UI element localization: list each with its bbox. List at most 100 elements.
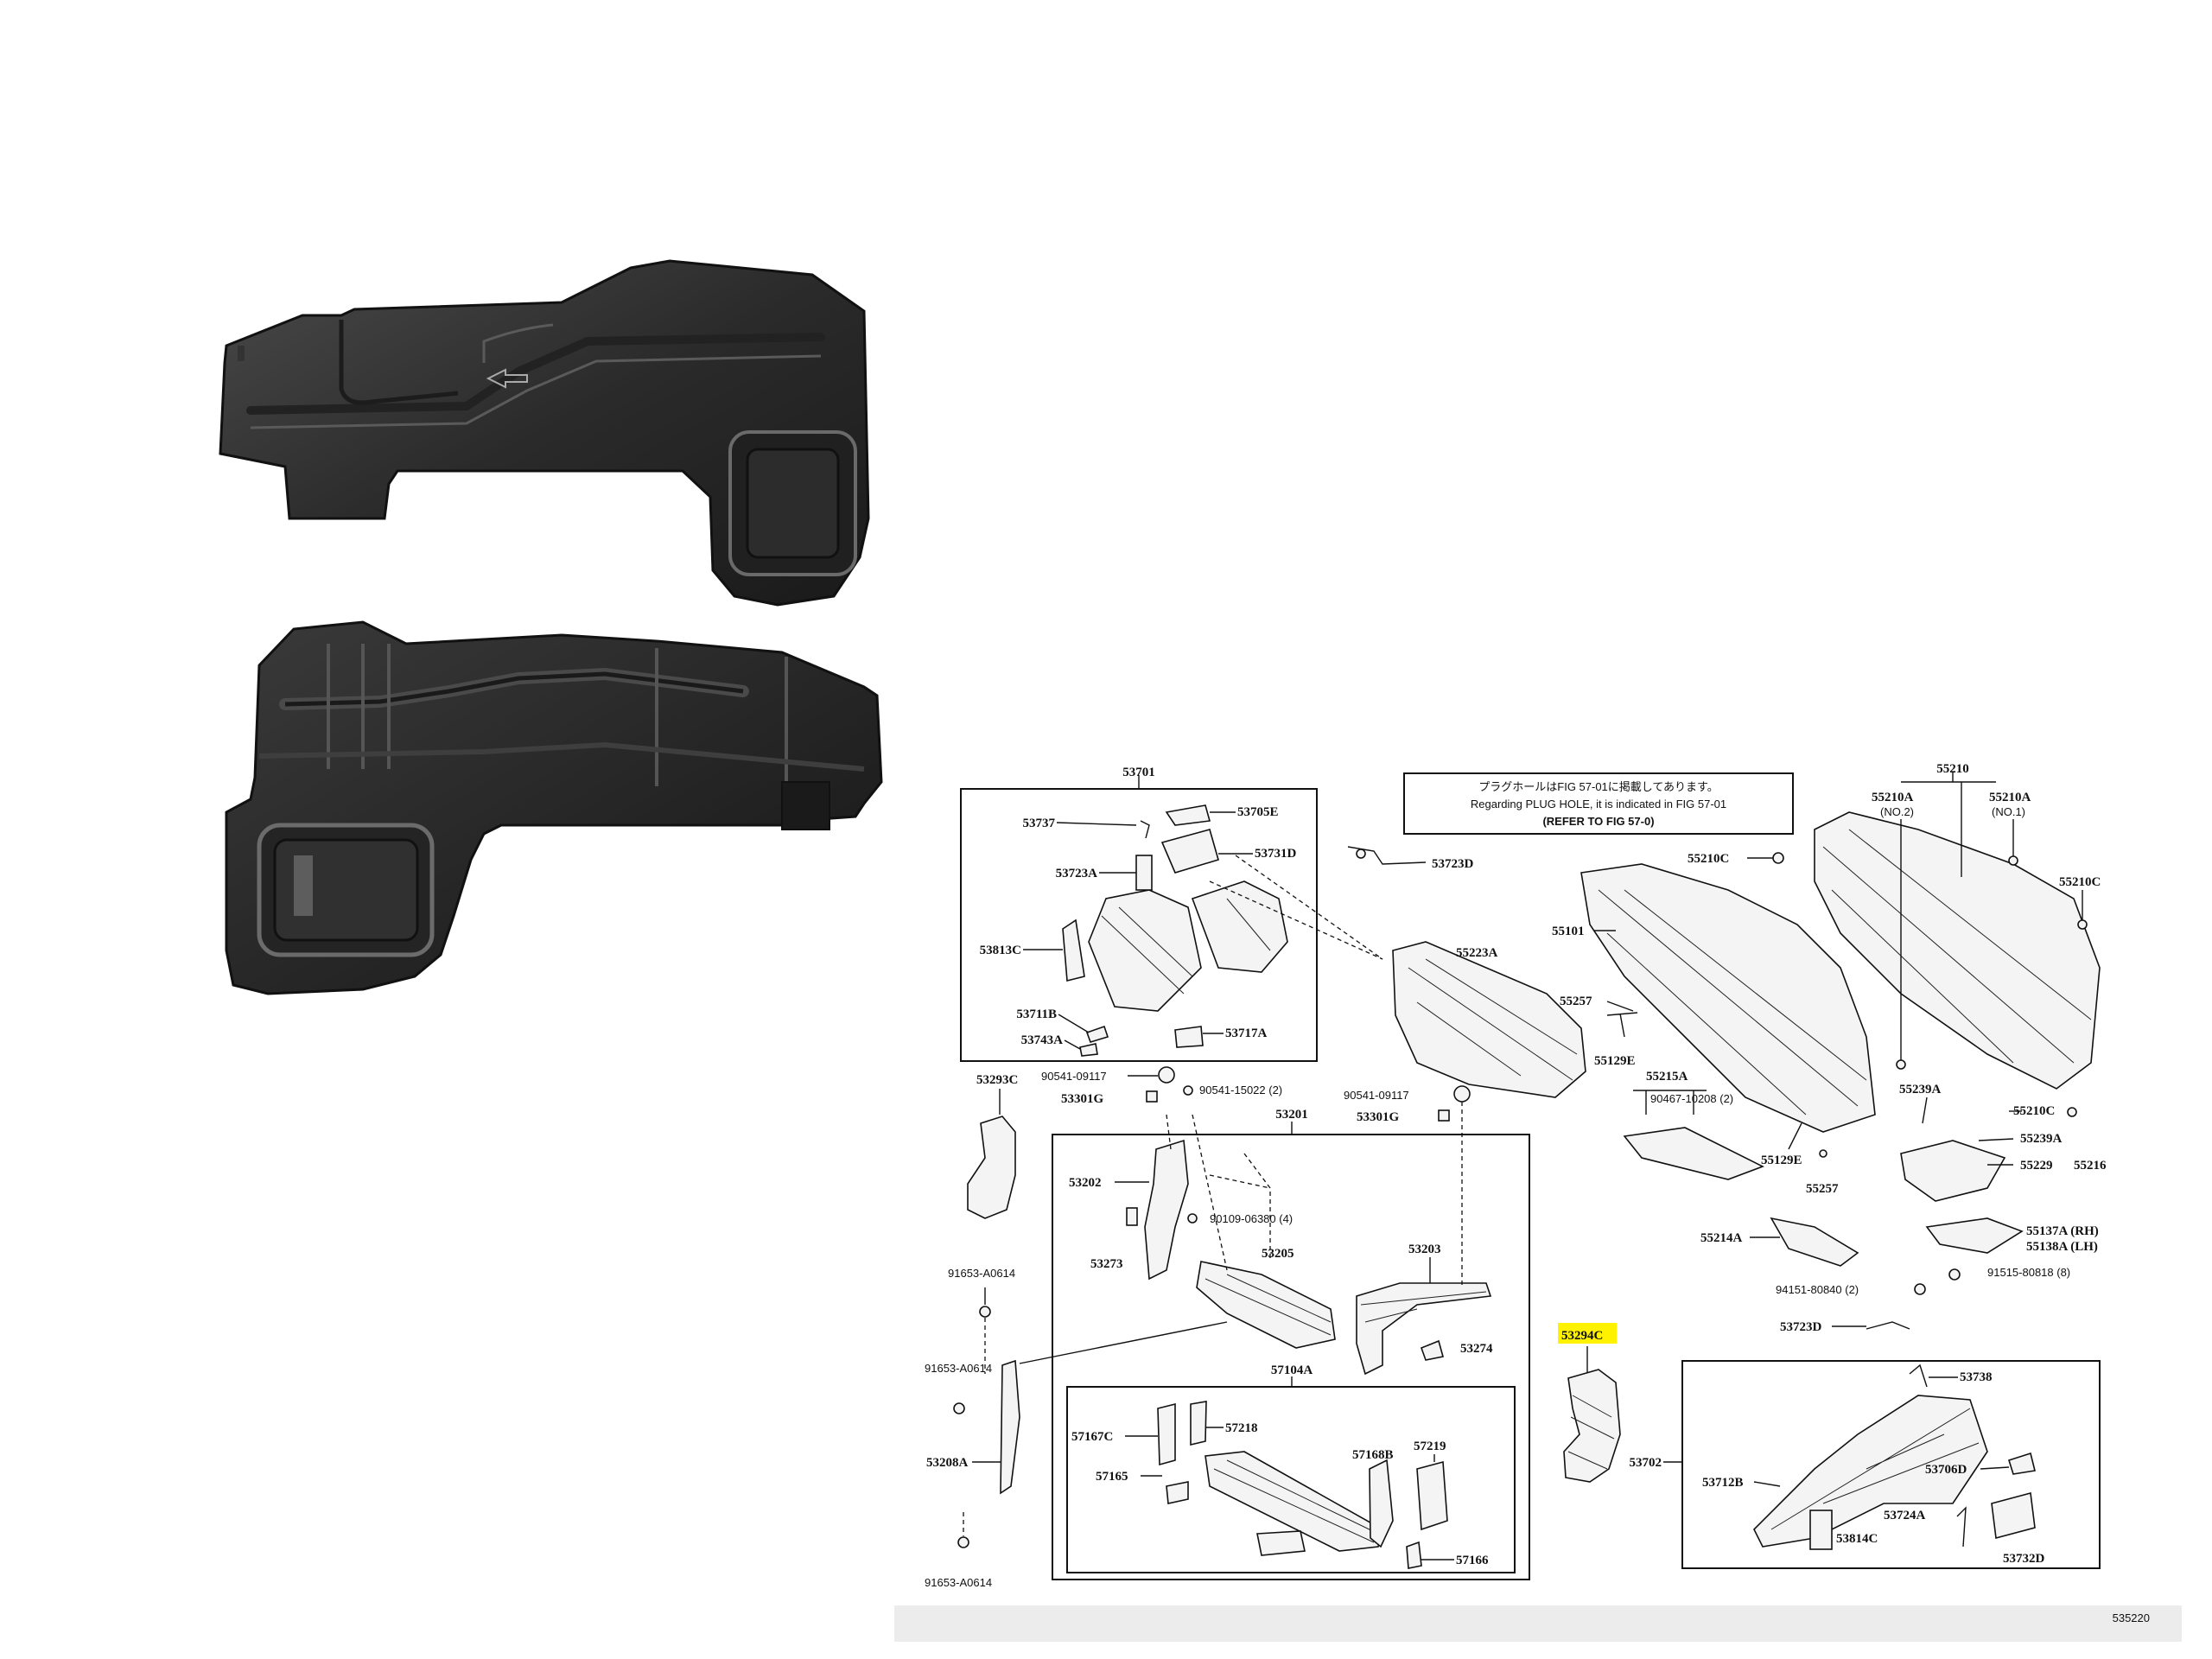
part-55216: [1900, 1140, 2006, 1202]
part-53273: [1126, 1207, 1138, 1226]
label-53301G-b: 53301G: [1357, 1110, 1400, 1124]
part-57218: [1190, 1401, 1207, 1446]
label-53203: 53203: [1408, 1243, 1441, 1256]
label-57218: 57218: [1225, 1421, 1258, 1435]
label-53743A: 53743A: [1021, 1033, 1064, 1047]
label-53732D: 53732D: [2003, 1552, 2045, 1566]
label-53201: 53201: [1275, 1108, 1308, 1122]
part-57219: [1416, 1460, 1448, 1531]
part-53274: [1420, 1339, 1445, 1361]
label-53723D-b: 53723D: [1780, 1320, 1822, 1334]
part-53731D: [1160, 829, 1219, 874]
part-53732D: [1991, 1491, 2036, 1540]
label-90541-a: 90541-09117: [1041, 1070, 1107, 1083]
label-53274: 53274: [1460, 1342, 1493, 1356]
part-53738: [1909, 1363, 1928, 1388]
label-no1: (NO.1): [1992, 805, 2025, 818]
part-53813C: [1062, 918, 1085, 982]
label-91653-a: 91653-A0614: [948, 1267, 1015, 1280]
part-53711B: [1085, 1025, 1109, 1043]
diagram-footer-band: [894, 1605, 2182, 1642]
label-55257-a: 55257: [1560, 995, 1592, 1008]
part-53293C: [967, 1116, 1016, 1219]
label-53705E: 53705E: [1237, 805, 1279, 819]
label-55257-b: 55257: [1806, 1182, 1839, 1196]
label-55101: 55101: [1552, 925, 1585, 938]
label-91515: 91515-80818 (8): [1987, 1266, 2070, 1279]
dash-panel-group: 53723D 55223A 55101 55210C 55210 55210A …: [1347, 762, 2107, 1296]
part-55137A: [1925, 1217, 2024, 1254]
label-53724A: 53724A: [1884, 1509, 1926, 1522]
part-55223A: [1392, 941, 1586, 1098]
note-line-3: (REFER TO FIG 57-0): [1542, 815, 1654, 828]
label-53706D: 53706D: [1925, 1463, 1967, 1477]
label-53294C: 53294C: [1561, 1329, 1603, 1343]
label-90109: 90109-06380 (4): [1210, 1212, 1293, 1225]
label-55229: 55229: [2020, 1159, 2053, 1173]
label-94151: 94151-80840 (2): [1776, 1283, 1859, 1296]
label-91653-b: 91653-A0614: [925, 1362, 992, 1375]
note-line-2: Regarding PLUG HOLE, it is indicated in …: [1471, 798, 1726, 810]
label-53814C: 53814C: [1836, 1532, 1878, 1546]
part-55210: [1814, 811, 2101, 1090]
label-53293C: 53293C: [976, 1073, 1018, 1087]
label-53205: 53205: [1262, 1247, 1294, 1261]
label-53737: 53737: [1023, 817, 1056, 830]
label-55129E-b: 55129E: [1761, 1154, 1802, 1167]
label-55137A: 55137A (RH): [2026, 1224, 2099, 1238]
part-53701-apron: [1191, 880, 1288, 973]
label-55214A: 55214A: [1700, 1231, 1743, 1245]
part-53294C: [1563, 1369, 1621, 1483]
label-55215A: 55215A: [1646, 1070, 1688, 1084]
label-53723A: 53723A: [1056, 867, 1098, 880]
label-53208A: 53208A: [926, 1456, 969, 1470]
label-55210: 55210: [1936, 762, 1969, 776]
group-53702: 53723D 53702 53738 53712B 53706D 53814C …: [1630, 1320, 2101, 1569]
plug-hole-note: プラグホールはFIG 57-01に掲載してあります。 Regarding PLU…: [1403, 772, 1794, 835]
part-53706D: [2007, 1452, 2036, 1475]
cover-top-view: [219, 259, 870, 607]
label-no2: (NO.2): [1880, 805, 1914, 818]
label-90467: 90467-10208 (2): [1650, 1092, 1733, 1105]
part-53743A: [1079, 1043, 1098, 1057]
label-55129E-a: 55129E: [1594, 1054, 1636, 1068]
label-55210A-no1: 55210A: [1989, 791, 2031, 804]
label-53731D: 53731D: [1255, 847, 1297, 861]
label-90541-b: 90541-09117: [1344, 1089, 1409, 1102]
part-57168B: [1369, 1459, 1394, 1548]
note-line-1: プラグホールはFIG 57-01に掲載してあります。: [1478, 780, 1718, 793]
part-53717A: [1174, 1026, 1204, 1048]
label-highlight: [1558, 1323, 1617, 1344]
label-55239A-a: 55239A: [1899, 1083, 1942, 1096]
label-55210C-a: 55210C: [1688, 852, 1729, 866]
label-53717A: 53717A: [1225, 1027, 1268, 1040]
part-53723A: [1135, 855, 1153, 891]
part-53701-body: [1088, 889, 1202, 1012]
part-55214A: [1770, 1217, 1859, 1267]
part-53705E: [1165, 804, 1211, 826]
part-53724A: [1956, 1506, 1967, 1548]
part-55129E-a: [1606, 1012, 1638, 1038]
label-55239A-b: 55239A: [2020, 1132, 2063, 1146]
label-55210C-c: 55210C: [2013, 1104, 2055, 1118]
label-57219: 57219: [1414, 1440, 1446, 1453]
label-55210A-no2: 55210A: [1872, 791, 1914, 804]
radiator-support-group: 90541-09117 53301G 90541-15022 (2) 90541…: [925, 1066, 1530, 1589]
label-53701: 53701: [1122, 766, 1155, 779]
label-53202: 53202: [1069, 1176, 1102, 1190]
part-53205: [1196, 1261, 1336, 1349]
label-57167C: 57167C: [1071, 1430, 1113, 1444]
highlighted-part-53294c: 53294C: [1558, 1323, 1621, 1483]
part-53208A: [1000, 1359, 1020, 1495]
part-53202: [1144, 1139, 1189, 1281]
figure-id: 535220: [2113, 1611, 2150, 1624]
part-53737: [1140, 820, 1150, 839]
part-57166: [1406, 1541, 1422, 1569]
part-57167C: [1157, 1402, 1176, 1466]
group-53701: 53701 53737 53705E 53731D 53723A 53813C: [960, 766, 1383, 1062]
label-55223A: 55223A: [1456, 946, 1498, 960]
label-53702: 53702: [1630, 1456, 1662, 1470]
part-53203: [1356, 1282, 1492, 1376]
